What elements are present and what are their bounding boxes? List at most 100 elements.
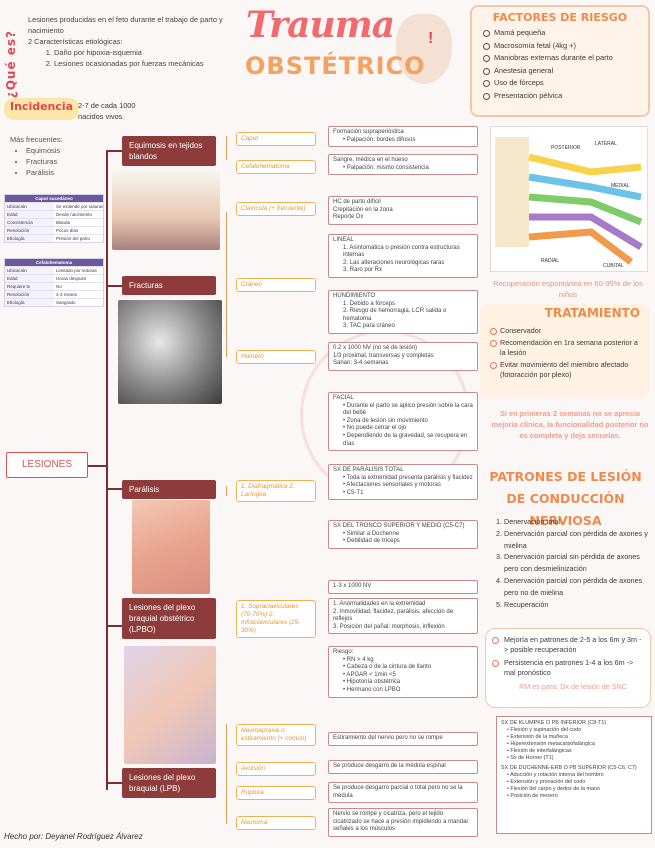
nerve-label: LATERAL	[595, 141, 617, 147]
title-trauma: Trauma	[246, 4, 395, 46]
sub-avulsion: Avulsión	[236, 762, 316, 776]
box-neuroapraxia: Estiramiento del nervio pero no se rompe	[328, 732, 478, 746]
risk-factors-list: Mamá pequeña Macrosomía fetal (4kg +) Ma…	[483, 27, 640, 103]
branch-line	[106, 488, 122, 490]
box-line: SX DE PARÁLISIS TOTAL	[333, 467, 404, 473]
box-line: 1/3 proximal, transversas y completas	[333, 352, 434, 359]
box-line: • Flexión y supinación del codo	[507, 727, 582, 733]
box-line: • Debilidad de tríceps	[343, 538, 400, 545]
pregnant-belly-illustration	[396, 14, 452, 84]
box-line: FACIAL	[333, 395, 354, 401]
box-line: • Similar a Duchenne	[343, 530, 400, 537]
box-line: 1. Asintomática o presión contra estruct…	[343, 244, 460, 259]
brachial-plexus-diagram: LATERAL POSTERIOR MEDIAL RADIAL CUBITAL	[490, 126, 648, 272]
box-line: • Palpación: bordes difusos	[343, 136, 416, 143]
incidence-label: Incidencia	[10, 100, 74, 113]
risk-item: Presentación pélvica	[483, 90, 640, 103]
box-line: LINEAL	[333, 237, 354, 243]
sub-supraclaviculares: 1. Supraclaviculares (70-75%) 2. Infracl…	[236, 600, 316, 638]
box-line: Formación supraperióstica	[333, 129, 404, 135]
box-line: 2. Riesgo de hemorragia, LCR salida o he…	[343, 308, 447, 322]
patterns-title: PATRONES DE LESIÓN DE CONDUCCIÓN NERVIOS…	[489, 469, 642, 528]
sub-caput: Caput	[236, 132, 316, 146]
pattern-item: Recuperación	[504, 599, 652, 611]
incidence-badge: Incidencia	[4, 98, 80, 120]
box-line: • Aducción y rotación interna del hombro	[507, 772, 604, 778]
treatment-item: Evitar movimiento del miembro afectado (…	[490, 360, 642, 380]
risk-factors-title: FACTORES DE RIESGO	[492, 11, 628, 24]
chars-title: 2 Características etiológicas:	[28, 37, 123, 46]
definition-text-content: Lesiones producidas en el feto durante e…	[28, 15, 223, 35]
cat-equimosis: Equimosis en tejidos blandos	[122, 136, 216, 166]
box-line: SX DEL TRONCO SUPERIOR Y MEDIO (C5-C7)	[333, 523, 465, 529]
branch-line	[106, 150, 122, 152]
box-avulsion: Se produce desgarro de la médula espinal	[328, 760, 478, 774]
sub-ruptura: Ruptura	[236, 786, 316, 800]
box-line: • RN > 4 kg	[343, 656, 374, 663]
box-line: • Extensión y pronación del codo	[507, 779, 586, 785]
cat-lpb: Lesiones del plexo braquial (LPB)	[122, 768, 216, 798]
table-cell: Pocos días	[56, 228, 79, 233]
box-line: 1. Debido a fórceps	[343, 300, 396, 307]
box-line: SX DE DUCHENNE-ERB O PB SUPERIOR (C5-C6,…	[501, 765, 637, 771]
recovery-text: Recuperación espontánea en 60-95% de los…	[493, 279, 643, 299]
connector	[226, 136, 227, 160]
prognosis-item: Persistencia en patrones 1-4 a los 6m ->…	[492, 658, 642, 678]
box-ruptura: Se produce desgarro parcial o total pero…	[328, 782, 478, 804]
box-lpbo-riesgo: Riesgo: • RN > 4 kg • Cabeza o de la cin…	[328, 646, 478, 698]
table-cell: Ubicación	[5, 203, 54, 210]
char-item: Daño por hipoxia-isquemia	[54, 47, 238, 58]
plexus-svg: LATERAL POSTERIOR MEDIAL RADIAL CUBITAL	[495, 137, 643, 269]
box-caput: Formación supraperióstica • Palpación: b…	[328, 126, 478, 148]
char-item: Lesiones ocasionadas por fuerzas mecánic…	[54, 58, 238, 69]
definition-text: Lesiones producidas en el feto durante e…	[28, 14, 238, 36]
box-line: • Palpación: mismo consistencia	[343, 164, 429, 171]
risk-item: Anestesia general	[483, 65, 640, 78]
branch-line	[106, 782, 122, 784]
box-line: Sanan: 3-4 semanas	[333, 360, 389, 367]
box-line: • Extensión de la muñeca	[507, 734, 568, 740]
branch-line	[106, 625, 122, 627]
risk-item: Maniobras externas durante el parto	[483, 52, 640, 65]
table-cell: Etiología	[5, 235, 54, 242]
table-cell: No	[56, 284, 62, 289]
box-line: Crepitación en la zona	[333, 206, 393, 213]
sub-clavicula: Clavícula (+ frecuente)	[236, 202, 316, 216]
nerve-label: POSTERIOR	[551, 145, 581, 151]
box-tronco: SX DEL TRONCO SUPERIOR Y MEDIO (C5-C7) •…	[328, 520, 478, 549]
sub-diafragmatica: 1. Diafragmática 2. Laríngea	[236, 480, 316, 502]
box-paralisis-total: SX DE PARÁLISIS TOTAL • Toda la extremid…	[328, 464, 478, 501]
table-cell: Desde nacimiento	[56, 212, 93, 217]
exclamation-icon: !	[428, 30, 434, 47]
cat-lpbo: Lesiones del plexo braquial obstétrico (…	[122, 598, 216, 639]
box-lpbo-signs: 1. Anormalidades en la extremidad 2. Inm…	[328, 598, 478, 635]
box-line: • No puede cerrar el ojo	[343, 425, 407, 432]
box-line: 1-3 x 1000 NV	[333, 583, 372, 589]
box-craneo-lineal: LINEAL 1. Asintomática o presión contra …	[328, 234, 478, 278]
box-line: SX DE KLUMPKE O PB INFERIOR (C8-T1)	[501, 720, 607, 726]
frequent-item: Fracturas	[26, 156, 63, 167]
que-es-label: ¿Qué es?	[4, 30, 18, 99]
connector	[226, 724, 227, 824]
box-line: Riesgo:	[333, 649, 354, 655]
cat-fracturas: Fracturas	[122, 276, 216, 295]
pattern-item: Denervación parcial con pérdida de axone…	[504, 575, 652, 599]
treatment-title: TRATAMIENTO	[544, 306, 640, 320]
sub-neuroapraxia: Neuroapraxia o estiramiento (+ común)	[236, 724, 316, 746]
cat-paralisis: Parálisis	[122, 480, 216, 499]
klumpke-duchenne-box: SX DE KLUMPKE O PB INFERIOR (C8-T1) • Fl…	[496, 716, 652, 834]
cefalo-table-title: Cefalohematoma	[5, 259, 103, 266]
table-cell: Consistencia	[5, 219, 54, 226]
table-cell: 2-3 meses	[56, 292, 78, 297]
table-cell: Horas después	[56, 276, 87, 281]
box-line: • Sx de Horner (T1)	[507, 755, 554, 761]
nerve-label: CUBITAL	[603, 263, 624, 269]
